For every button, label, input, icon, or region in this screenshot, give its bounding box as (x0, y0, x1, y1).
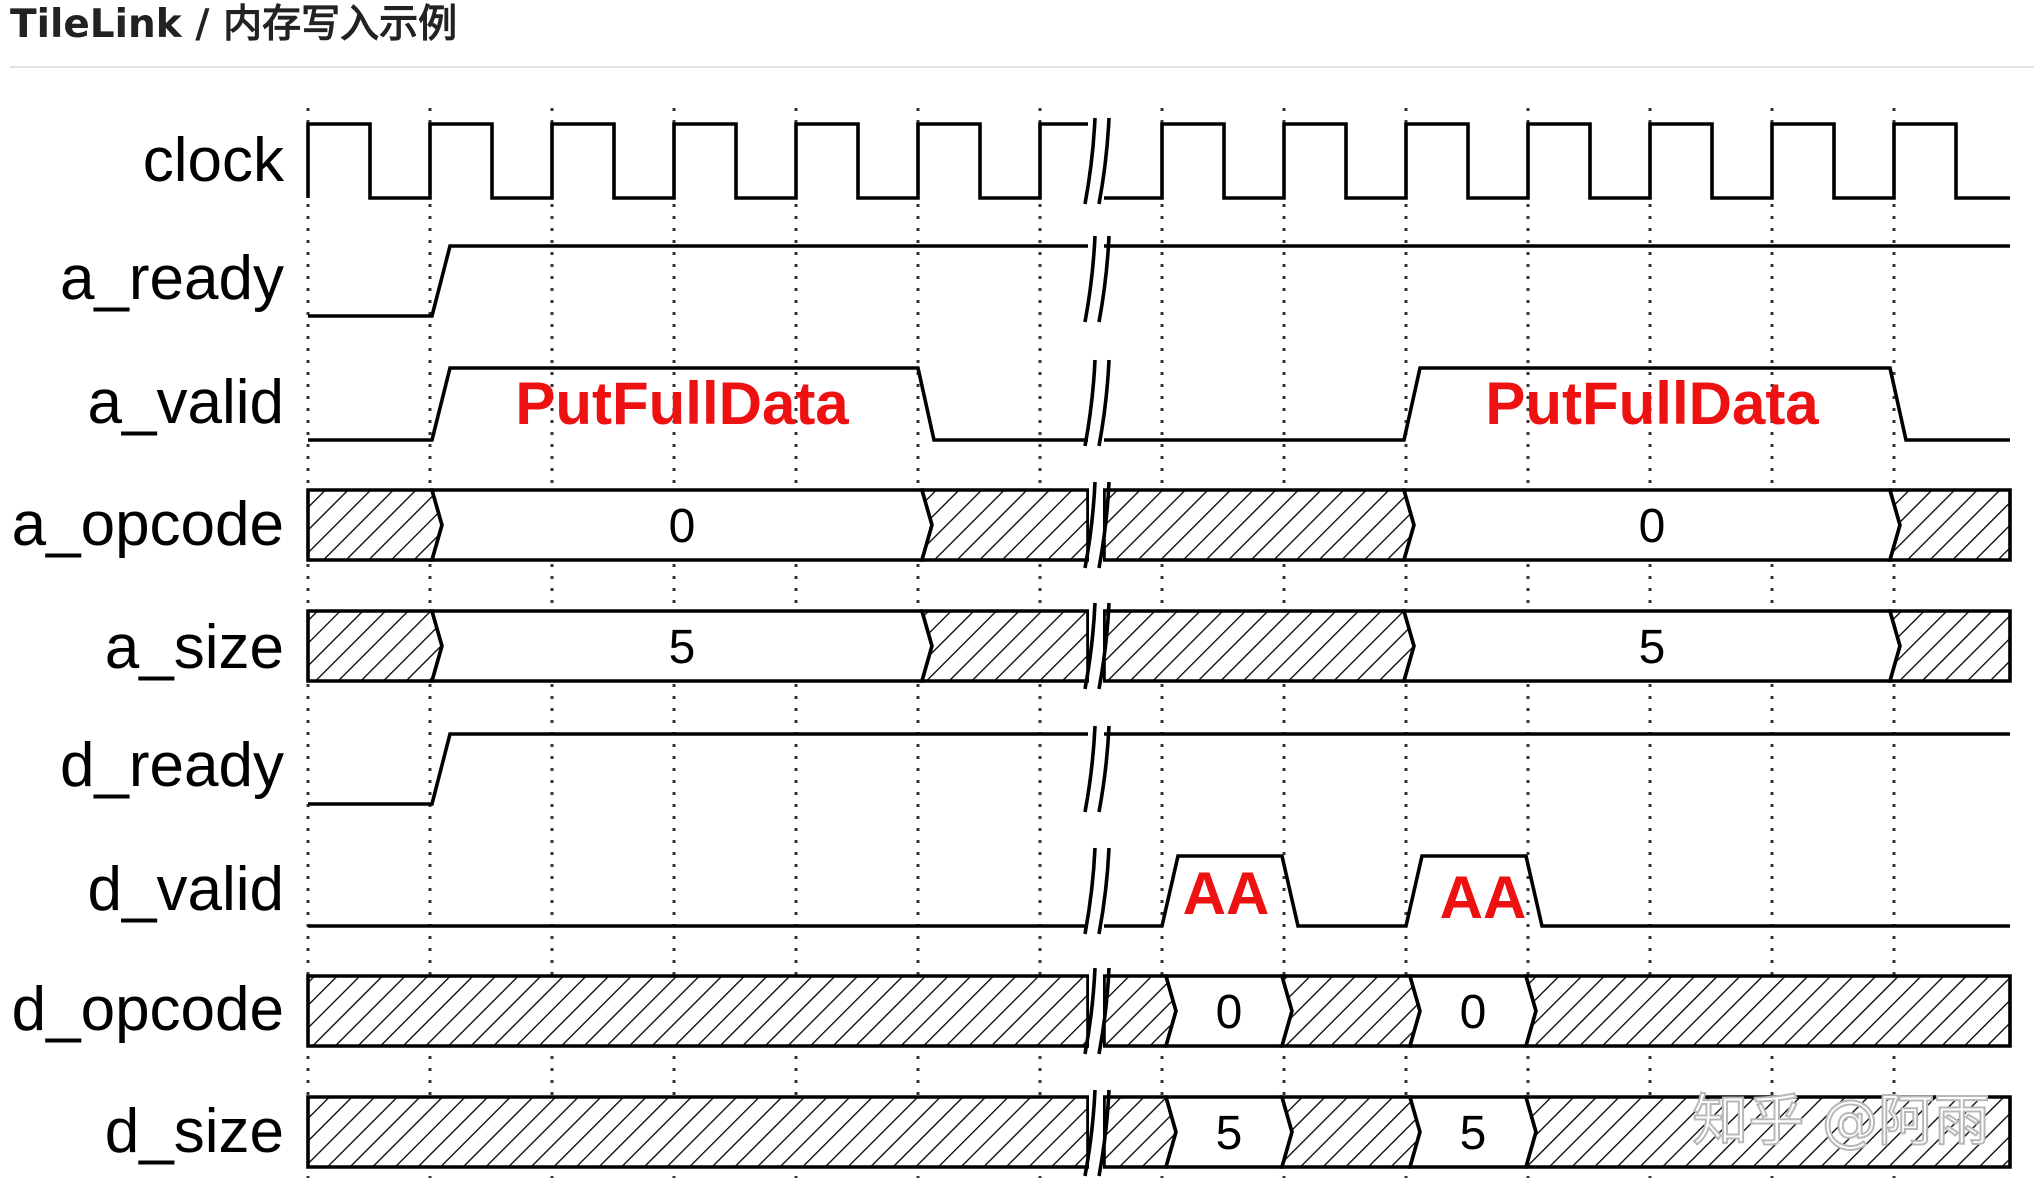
break-mark-2 (1097, 235, 1111, 323)
signal-label-d-valid: d_valid (88, 855, 284, 924)
signal-label-a-size: a_size (105, 613, 284, 682)
break-mark-7 (1097, 847, 1111, 935)
break-mark-7 (1083, 847, 1097, 935)
a-valid-annotation-1: PutFullData (515, 370, 849, 437)
waveform-d-ready (308, 732, 2010, 806)
title-divider (10, 66, 2034, 68)
bus-values: 0 0 5 5 0 0 5 5 (669, 500, 1666, 1160)
d-size-value-2: 5 (1460, 1107, 1487, 1160)
bus-d-opcode (306, 974, 2012, 1048)
d-opcode-value-2: 0 (1460, 986, 1487, 1039)
signal-label-clock: clock (143, 126, 285, 195)
d-size-value-1: 5 (1216, 1107, 1243, 1160)
signal-label-d-opcode: d_opcode (12, 975, 284, 1044)
break-mark-6 (1083, 725, 1097, 813)
bus-a-opcode (306, 488, 2012, 562)
time-break-marks (1083, 108, 1111, 1178)
waveform-a-valid (308, 366, 2010, 442)
signal-label-a-opcode: a_opcode (12, 490, 284, 559)
signal-label-d-ready: d_ready (60, 731, 284, 800)
break-mark-4 (1083, 481, 1097, 569)
break-mark-9 (1083, 1089, 1097, 1177)
d-valid-annotation-1: AA (1183, 860, 1270, 927)
break-mark-5 (1097, 602, 1111, 690)
signal-label-d-size: d_size (105, 1097, 284, 1166)
break-mark-4 (1097, 481, 1111, 569)
break-mark-3 (1097, 359, 1111, 447)
signal-label-a-ready: a_ready (60, 244, 284, 313)
a-size-value-1: 5 (669, 621, 696, 674)
a-valid-annotation-2: PutFullData (1485, 370, 1819, 437)
page-title: TileLink / 内存写入示例 (10, 2, 458, 47)
a-opcode-value-2: 0 (1639, 500, 1666, 553)
d-valid-annotation-2: AA (1440, 864, 1527, 931)
waveform-a-ready (308, 244, 2010, 318)
break-mark-3 (1083, 359, 1097, 447)
d-opcode-value-1: 0 (1216, 986, 1243, 1039)
annotations: PutFullData PutFullData AA AA (515, 370, 1819, 931)
break-mark-9 (1097, 1089, 1111, 1177)
break-mark-8 (1083, 967, 1097, 1055)
break-mark-5 (1083, 602, 1097, 690)
bus-a-size (306, 609, 2012, 683)
break-mark-1 (1097, 117, 1111, 205)
break-mark-8 (1097, 967, 1111, 1055)
break-mark-1 (1083, 117, 1097, 205)
a-size-value-2: 5 (1639, 621, 1666, 674)
watermark: 知乎 @阿雨 (1692, 1089, 1990, 1154)
break-mark-6 (1097, 725, 1111, 813)
break-mark-2 (1083, 235, 1097, 323)
signal-labels: clock a_ready a_valid a_opcode a_size d_… (12, 126, 285, 1166)
waveform-clock (306, 122, 2010, 200)
waveform-d-valid (308, 854, 2010, 928)
bus-d-size (306, 1095, 2012, 1169)
signal-label-a-valid: a_valid (88, 368, 284, 437)
a-opcode-value-1: 0 (669, 500, 696, 553)
